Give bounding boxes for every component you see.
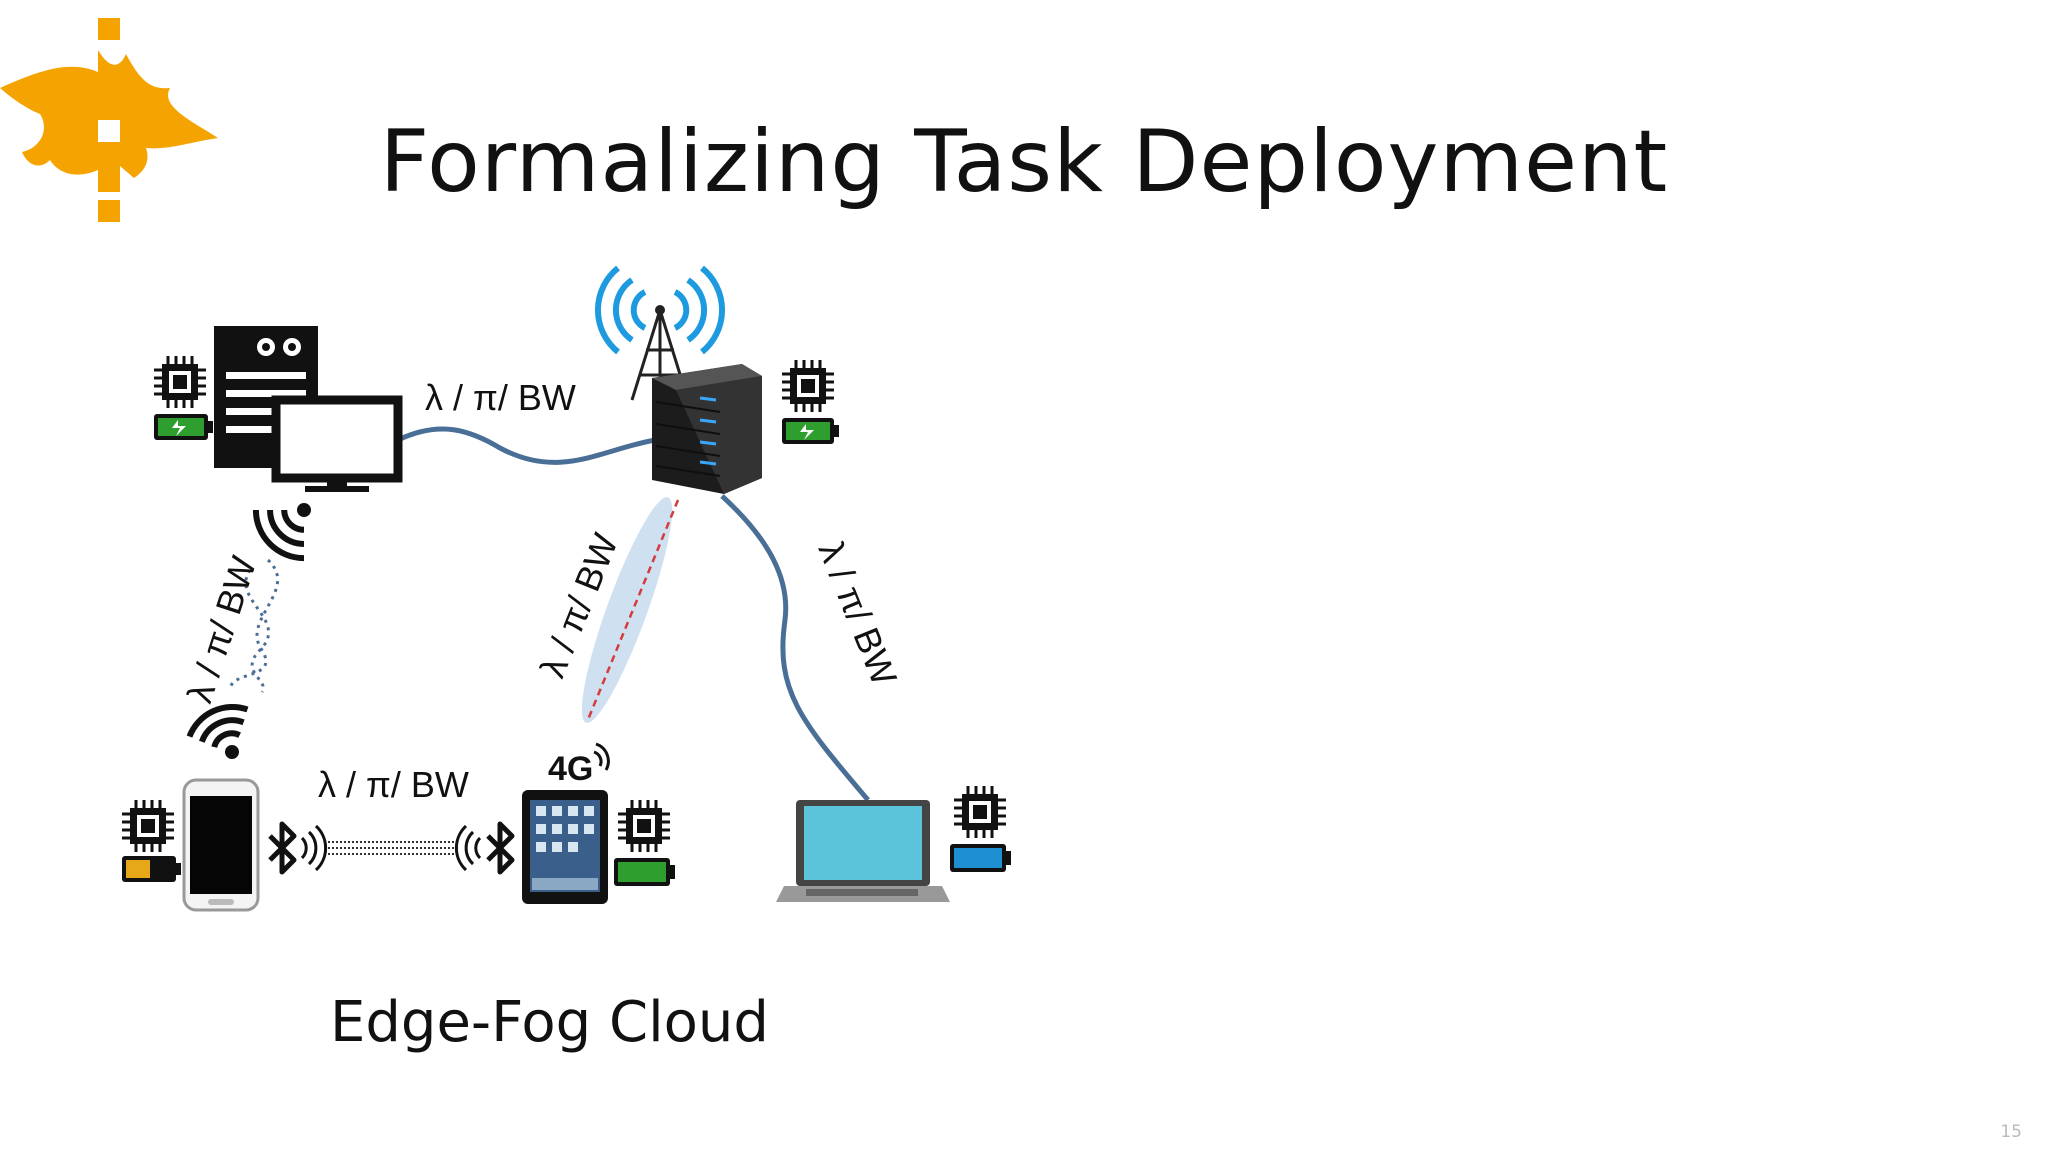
desktop-computer-icon — [214, 326, 403, 492]
wifi-icon — [252, 503, 311, 562]
smartphone-icon — [182, 778, 260, 912]
tablet-node: 4G — [454, 742, 675, 904]
wifi-icon — [186, 703, 249, 759]
bluetooth-icon — [454, 821, 515, 875]
fog-server-node — [594, 265, 839, 494]
radio-tower-icon — [594, 265, 726, 401]
link-phone-tablet-bluetooth — [328, 841, 460, 855]
4g-icon: 4G — [548, 742, 610, 788]
cpu-chip-icon — [152, 354, 208, 410]
diagram-caption: Edge-Fog Cloud — [330, 990, 769, 1055]
cpu-chip-icon — [120, 798, 176, 854]
server-icon — [652, 364, 762, 494]
link-fog-tablet-4g-beam — [581, 497, 673, 723]
laptop-node — [776, 784, 1011, 902]
battery-charging-icon — [782, 418, 839, 444]
link-desktop-phone-wifi-wave — [228, 558, 280, 693]
battery-charging-icon — [154, 414, 213, 440]
link-label-desktop-phone: λ / π/ BW — [179, 551, 265, 707]
laptop-icon — [776, 800, 950, 902]
slide-title: Formalizing Task Deployment — [379, 112, 1669, 212]
battery-full-icon — [950, 844, 1011, 872]
bluetooth-icon — [268, 821, 328, 875]
university-flame-logo — [0, 18, 218, 222]
tablet-icon — [522, 790, 608, 904]
link-fog-tablet-4g-signal — [585, 499, 680, 723]
smartphone-node — [120, 703, 328, 912]
desktop-node — [152, 326, 403, 562]
cpu-chip-icon — [952, 784, 1008, 840]
cpu-chip-icon — [780, 358, 836, 414]
battery-full-icon — [614, 858, 675, 886]
link-label-desktop-fog: λ / π/ BW — [425, 377, 576, 418]
link-label-fog-laptop: λ / π/ BW — [811, 536, 906, 691]
battery-half-icon — [122, 856, 181, 882]
svg-text:4G: 4G — [548, 750, 593, 788]
link-label-phone-tablet: λ / π/ BW — [318, 764, 469, 805]
link-fog-laptop — [720, 494, 870, 802]
page-number: 15 — [2000, 1122, 2022, 1142]
cpu-chip-icon — [616, 798, 672, 854]
link-desktop-fog — [396, 426, 656, 465]
